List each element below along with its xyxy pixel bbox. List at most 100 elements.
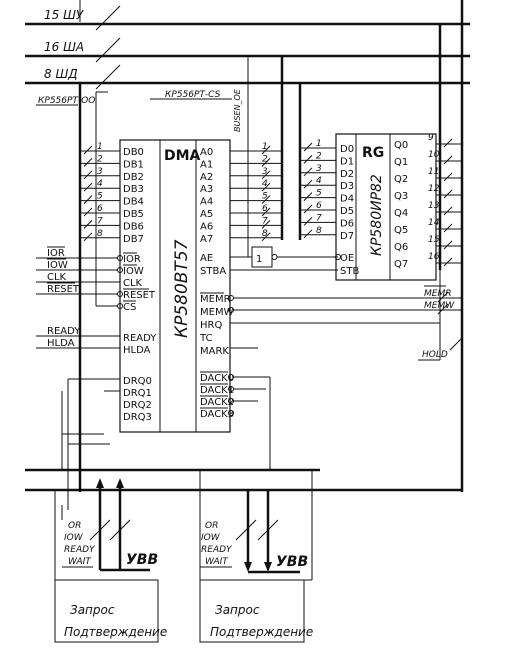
dma-chip-name: КР580ВТ57 [172,239,192,338]
dev1-confirm: Подтверждение [64,625,167,639]
bus-address-label: 16 ША [44,40,84,54]
dev1-bus-label: УВВ [126,552,158,568]
dma-pin-drq1: DRQ1 [123,388,152,399]
rg-d-bit-number: 1 [316,139,322,149]
rt-oo-label: КР556РТ-OO [38,96,95,106]
dma-addr-bit-number: 1 [262,142,268,152]
dma-addr-wire-tick [261,207,271,217]
dma-addr-wire-tick [261,195,271,204]
device-bus-lines [25,468,462,610]
dev2-request: Запрос [215,603,260,617]
dev1-request: Запрос [70,603,115,617]
rg-d-wire-tick [303,229,313,239]
rg-d-wire-tick [303,179,313,189]
rg-title: RG [362,145,384,161]
rg-d-wire-tick [303,142,313,152]
rg-d-bit-number: 8 [316,226,322,236]
dma-pin-ready: READY [123,333,157,344]
rg-pin-q1: Q1 [394,157,408,168]
rg-d-wire-tick [303,155,313,164]
rg-pin-d4: D4 [340,194,354,205]
dma-addr-wire-tick [261,182,271,192]
rg-pin-q2: Q2 [394,174,408,185]
rg-pin-d5: D5 [340,206,354,217]
rg-pin-oe: OE [340,253,354,264]
rg-d-bit-number: 6 [316,201,322,211]
rg-pin-q5: Q5 [394,225,408,236]
rg-chip [335,133,437,281]
dma-pin-hrq: HRQ [200,320,222,331]
rg-pin-q6: Q6 [394,242,408,253]
signal-iow: IOW [47,260,68,271]
dma-db-wire-tick [83,170,93,180]
dma-pin-a6: A6 [200,221,213,232]
dma-db-bit-number: 4 [97,179,103,189]
dma-db-bit-number: 5 [97,192,103,202]
rg-pin-d7: D7 [340,231,354,242]
rg-q-bit-number: 10 [428,150,440,160]
dev1-request-box [54,579,159,643]
dma-pin-db1: DB1 [123,159,144,170]
dev2-signal-ready: READY [201,545,233,555]
dma-addr-bit-number: 7 [262,216,268,226]
dma-addr-bit-number: 3 [262,167,268,177]
rg-d-wire-tick [303,217,313,226]
rg-chip-name: КР580ИР82 [369,174,385,256]
dma-pin-a0: A0 [200,147,213,158]
bus-control-label: 15 ШУ [44,8,84,22]
rg-q-bit-number: 16 [428,252,440,262]
dma-pin-a3: A3 [200,184,213,195]
dev2-request-box [199,579,305,643]
dma-db-wire-tick [83,182,93,192]
rg-pin-stb: STB [340,266,359,277]
dma-db-bit-number: 6 [97,204,103,214]
dma-pin-dack3: DACK3 [200,409,234,420]
dma-control-wires [36,91,462,470]
dma-pin-drq3: DRQ3 [123,412,152,423]
bus-data-label: 8 ШД [44,67,78,81]
signal-clk: CLK [47,272,67,283]
dma-pin-drq2: DRQ2 [123,400,152,411]
rg-d-bit-number: 2 [316,151,322,161]
rg-d-wire-tick [303,192,313,201]
rg-q-wire-tick [443,240,453,250]
dma-pin-iow: IOW [123,266,144,277]
dma-pin-db7: DB7 [123,234,144,245]
signal-hold: HOLD [422,350,448,360]
dma-db-bit-number: 8 [97,229,103,239]
dma-pin-memr: MEMR [200,294,231,305]
rg-pin-q0: Q0 [394,140,408,151]
rg-d-bit-number: 4 [316,176,322,186]
dev1-signal-wait: WAIT [68,557,92,567]
dev2-signal-or: OR [205,521,218,531]
dev2-signal-iow: IOW [201,533,221,543]
inverter-label: 1 [256,254,262,265]
rg-pin-d2: D2 [340,169,354,180]
dma-pin-cs: CS [123,302,136,313]
rg-q-wire-tick [443,155,453,165]
dma-pin-db6: DB6 [123,221,144,232]
rg-pin-d1: D1 [340,156,354,167]
dma-pin-drq0: DRQ0 [123,376,152,387]
dma-db-wire-tick [83,158,93,167]
dev2-confirm: Подтверждение [210,625,313,639]
dma-title: DMA [164,148,201,164]
rg-d-wire-tick [303,204,313,214]
rg-q-bit-number: 12 [428,184,440,194]
rg-q-bit-number: 9 [428,133,434,143]
rg-pin-d3: D3 [340,181,354,192]
dma-db-wire-tick [83,220,93,229]
dma-db-bit-number: 7 [97,216,103,226]
dma-pin-mark: MARK [200,346,229,357]
rg-pin-d6: D6 [340,218,354,229]
dma-chip [119,139,231,433]
dma-pin-reset: RESET [123,290,156,301]
dma-pin-tc: TC [199,333,213,344]
dev1-signal-iow: IOW [64,533,84,543]
dma-addr-bit-number: 6 [262,204,268,214]
rg-q-bit-number: 14 [428,218,440,228]
rg-pin-q3: Q3 [394,191,408,202]
signal-ready: READY [47,326,81,337]
signal-reset: RESET [47,284,80,295]
